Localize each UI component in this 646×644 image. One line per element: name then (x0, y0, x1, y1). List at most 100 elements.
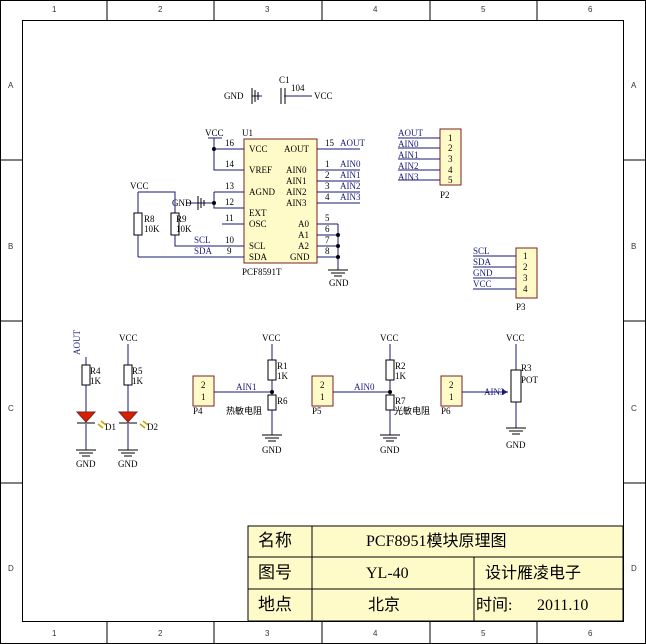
vcc-left-label: VCC (130, 181, 149, 191)
pin-num: 1 (448, 133, 453, 143)
r6-ref: R6 (277, 396, 288, 406)
place-label: 地点 (258, 595, 292, 614)
pin-num: 3 (448, 154, 453, 164)
u1-pin-num: 6 (325, 224, 330, 234)
net-label: AOUT (72, 330, 82, 355)
u1-pin-name: AOUT (284, 144, 309, 154)
c1-vcc-label: VCC (314, 91, 333, 101)
r3-vcc-label: VCC (506, 333, 525, 343)
r1-vcc-label: VCC (262, 333, 281, 343)
r2-vcc-label: VCC (380, 333, 399, 343)
led-d1: AOUT R4 1K D1 GND (72, 330, 116, 469)
r8-value: 10K (144, 224, 160, 234)
u1-pin-num: 4 (325, 192, 330, 202)
u1-pin-num: 1 (325, 159, 330, 169)
u1-gnd-label: GND (329, 278, 349, 288)
u1-pin-num: 2 (325, 170, 330, 180)
net-label: AIN1 (236, 382, 257, 392)
col-label: 4 (373, 5, 378, 14)
col-label: 1 (52, 5, 57, 14)
col-label: 2 (158, 629, 163, 638)
pin-num: 2 (320, 380, 325, 390)
pin-num: 1 (201, 392, 206, 402)
u1-pin-name: AIN0 (286, 165, 307, 175)
r2-gnd-label: GND (380, 445, 400, 455)
connector-p6: 2 1 P6 AIN3 (440, 375, 508, 416)
pin-num: 2 (449, 380, 454, 390)
r8-ref: R8 (144, 214, 155, 224)
row-label: A (8, 81, 14, 90)
c1-value: 104 (291, 83, 305, 93)
u1-pin-num: 15 (325, 138, 335, 148)
divider-r2-r7: VCC R2 1K R7 光敏电阻 GND (380, 333, 430, 455)
r2-ref: R2 (395, 361, 406, 371)
u1-pin-name: OSC (249, 219, 267, 229)
u1-ref: U1 (242, 128, 253, 138)
d2-res-value: 1K (132, 376, 144, 386)
u1-pin-name: A2 (298, 241, 309, 251)
gnd-left-label: GND (172, 198, 192, 208)
net-label: AIN3 (484, 387, 505, 397)
r3-value: POT (521, 375, 539, 385)
drawing-name: PCF8951模块原理图 (366, 532, 506, 550)
led-d2: VCC R5 1K D2 GND (117, 333, 158, 469)
col-label: 3 (265, 629, 270, 638)
row-label: B (631, 242, 636, 251)
u1-pin-num: 13 (225, 181, 235, 191)
c1-gnd-label: GND (224, 91, 244, 101)
net-label: VCC (473, 279, 492, 289)
p4-ref: P4 (193, 406, 203, 416)
r3-ref: R3 (521, 363, 532, 373)
u1-part: PCF8591T (242, 267, 282, 277)
row-label: D (631, 564, 637, 573)
ldr-label: 光敏电阻 (394, 405, 430, 416)
u1-pin-num: 11 (225, 213, 234, 223)
potentiometer-r3: VCC R3 POT GND (506, 333, 539, 450)
thermistor-label: 热敏电阻 (226, 405, 262, 416)
pin-num: 2 (201, 380, 206, 390)
number-label: 图号 (258, 563, 292, 582)
u1-pin-name: AGND (249, 187, 275, 197)
row-label: B (8, 242, 13, 251)
net-label: AIN2 (340, 181, 361, 191)
d1-res-value: 1K (90, 376, 102, 386)
d1-res-ref: R4 (90, 366, 101, 376)
pin-num: 2 (523, 262, 528, 272)
c1-ref: C1 (279, 75, 290, 85)
row-label: A (631, 81, 637, 90)
net-label: AIN3 (340, 192, 361, 202)
col-label: 5 (481, 5, 486, 14)
date-label: 时间: (476, 596, 512, 614)
net-label: GND (473, 268, 493, 278)
col-label: 4 (373, 629, 378, 638)
pin-num: 5 (448, 175, 453, 185)
d2-vcc-label: VCC (119, 333, 138, 343)
u1-pin-name: A1 (298, 230, 309, 240)
pullup-resistors: VCC R8 10K R9 10K (130, 181, 192, 257)
pin-num: 1 (449, 392, 454, 402)
d2-gnd-label: GND (118, 459, 138, 469)
r1-ref: R1 (277, 361, 288, 371)
u1-vcc-label: VCC (205, 128, 224, 138)
chip-u1: U1 PCF8591T 16 VCC 14 VREF 13 AGND 12 EX… (138, 128, 365, 288)
net-label: SCL (473, 246, 490, 256)
u1-pin-name: EXT (249, 208, 267, 218)
pin-num: 4 (448, 165, 453, 175)
u1-body (243, 138, 318, 264)
p3-ref: P3 (516, 302, 526, 312)
d1-ref: D1 (105, 422, 116, 432)
p2-ref: P2 (440, 190, 450, 200)
drawing-number: YL-40 (366, 565, 409, 582)
net-label: AIN1 (340, 170, 361, 180)
pin-num: 1 (523, 251, 528, 261)
r7-ref: R7 (395, 396, 406, 406)
col-label: 6 (588, 5, 593, 14)
d2-res-ref: R5 (132, 366, 143, 376)
u1-pin-num: 16 (225, 138, 235, 148)
connector-p5: 2 1 P5 AIN0 (311, 375, 390, 416)
net-label: SDA (473, 257, 492, 267)
net-label: SDA (194, 246, 213, 256)
col-label: 6 (588, 629, 593, 638)
place-value: 北京 (368, 596, 400, 614)
